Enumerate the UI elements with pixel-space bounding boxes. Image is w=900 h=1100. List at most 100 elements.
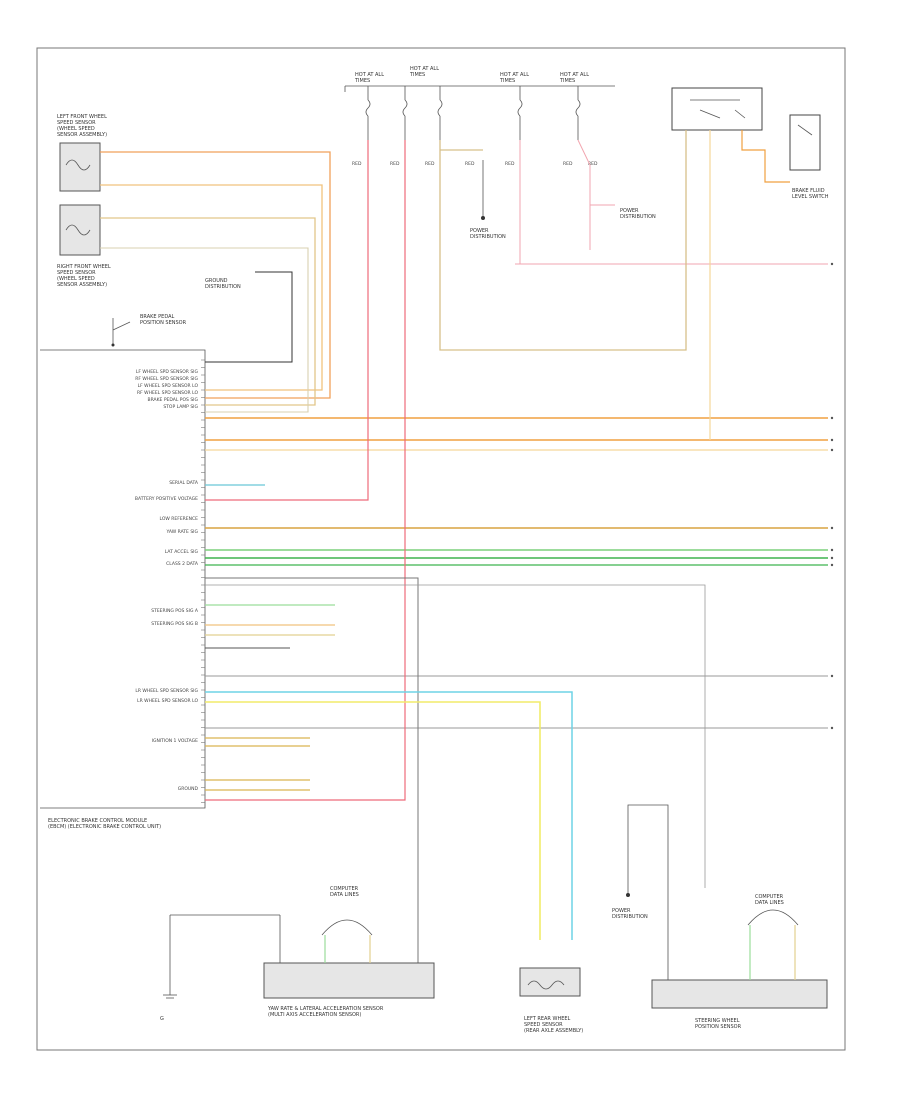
fuse-symbol-2 bbox=[402, 86, 408, 140]
edge-markers bbox=[830, 262, 834, 730]
ebcm-pin-label: SERIAL DATA bbox=[169, 480, 199, 486]
wire-yel-lr bbox=[205, 701, 541, 940]
lf-sensor-label: LEFT FRONT WHEEL bbox=[57, 114, 107, 120]
svg-text:TIMES: TIMES bbox=[499, 78, 515, 84]
ebcm-pin-label: LAT ACCEL SIG bbox=[165, 549, 199, 555]
steering-sensor-box bbox=[651, 979, 828, 1009]
relay-box bbox=[671, 87, 763, 131]
svg-text:POSITION SENSOR: POSITION SENSOR bbox=[695, 1024, 742, 1030]
wire-end-marker bbox=[830, 526, 834, 530]
fuse-symbol-5 bbox=[575, 86, 581, 140]
svg-text:RED: RED bbox=[563, 161, 573, 167]
ebcm-pin-label: IGNITION 1 VOLTAGE bbox=[152, 738, 199, 744]
ebcm-pin-labels: LF WHEEL SPD SENSOR SIG RF WHEEL SPD SENS… bbox=[135, 359, 205, 803]
svg-text:DISTRIBUTION: DISTRIBUTION bbox=[470, 234, 506, 240]
ebcm-block: LF WHEEL SPD SENSOR SIG RF WHEEL SPD SENS… bbox=[40, 349, 206, 830]
ebcm-pin-label: STEERING POS SIG B bbox=[151, 621, 198, 627]
svg-text:DATA LINES: DATA LINES bbox=[755, 900, 784, 906]
ebcm-pin-label: CLASS 2 DATA bbox=[166, 561, 199, 567]
bottom-modules: G YAW RATE & LATERAL ACCELERATION SENSOR… bbox=[160, 804, 828, 1034]
wire-end-marker bbox=[830, 556, 834, 560]
svg-text:SENSOR ASSEMBLY): SENSOR ASSEMBLY) bbox=[57, 132, 107, 138]
ebcm-pin-label: GROUND bbox=[178, 786, 199, 792]
fuse-label-4: HOT AT ALL bbox=[560, 72, 589, 78]
wire-red-batt-2 bbox=[205, 140, 406, 801]
brake-fluid-switch-box bbox=[789, 114, 821, 171]
ref-ground-label: GROUND bbox=[205, 278, 228, 284]
wire-end-marker bbox=[830, 674, 834, 678]
ebcm-pin-label: LF WHEEL SPD SENSOR LO bbox=[138, 383, 199, 389]
lr-sensor-box bbox=[519, 967, 581, 997]
svg-text:RED: RED bbox=[505, 161, 515, 167]
ebcm-pin-label: RF WHEEL SPD SENSOR LO bbox=[137, 390, 198, 396]
svg-text:SPEED SENSOR: SPEED SENSOR bbox=[57, 120, 96, 126]
wire-orn-1 bbox=[100, 151, 331, 399]
svg-text:TIMES: TIMES bbox=[354, 78, 370, 84]
svg-text:TIMES: TIMES bbox=[559, 78, 575, 84]
ebcm-pin-label: LR WHEEL SPD SENSOR SIG bbox=[135, 688, 198, 694]
ebcm-pin-label: LR WHEEL SPD SENSOR LO bbox=[137, 698, 198, 704]
ref-power-label: POWER bbox=[470, 228, 489, 234]
wire-gry-1 bbox=[100, 247, 309, 413]
svg-text:POSITION SENSOR: POSITION SENSOR bbox=[140, 320, 187, 326]
svg-text:(MULTI AXIS ACCELERATION SENSO: (MULTI AXIS ACCELERATION SENSOR) bbox=[268, 1012, 361, 1018]
brake-fluid-label: BRAKE FLUID bbox=[792, 188, 825, 194]
yaw-sensor-box bbox=[263, 962, 435, 999]
ref-dot-power bbox=[481, 216, 485, 220]
wire-end-marker bbox=[830, 726, 834, 730]
svg-text:RED: RED bbox=[425, 161, 435, 167]
brake-switch-label: BRAKE PEDAL bbox=[140, 314, 175, 320]
ground-label: G bbox=[160, 1016, 164, 1022]
ebcm-outline bbox=[40, 349, 206, 809]
svg-text:RED: RED bbox=[390, 161, 400, 167]
svg-text:LEVEL SWITCH: LEVEL SWITCH bbox=[792, 194, 829, 200]
svg-text:RED: RED bbox=[588, 161, 598, 167]
fuse-block-area: HOT AT ALL TIMES HOT AT ALL TIMES HOT AT… bbox=[344, 66, 829, 240]
ebcm-pin-label: LOW REFERENCE bbox=[160, 516, 199, 522]
svg-text:DISTRIBUTION: DISTRIBUTION bbox=[612, 914, 648, 920]
svg-text:RED: RED bbox=[465, 161, 475, 167]
svg-text:(WHEEL SPEED: (WHEEL SPEED bbox=[57, 126, 95, 132]
wire-end-marker bbox=[830, 416, 834, 420]
svg-text:SENSOR ASSEMBLY): SENSOR ASSEMBLY) bbox=[57, 282, 107, 288]
svg-text:SPEED SENSOR: SPEED SENSOR bbox=[524, 1022, 563, 1028]
wire-ltblu-lr bbox=[205, 691, 573, 940]
ref-power-label-2: POWER bbox=[620, 208, 639, 214]
fuse-label-2: HOT AT ALL bbox=[410, 66, 439, 72]
lf-sensor-box bbox=[59, 142, 101, 192]
wire-brn-1 bbox=[100, 217, 316, 406]
ebcm-pin-label: STOP LAMP SIG bbox=[163, 404, 198, 410]
svg-text:SPEED SENSOR: SPEED SENSOR bbox=[57, 270, 96, 276]
svg-text:TIMES: TIMES bbox=[409, 72, 425, 78]
wire-red-batt bbox=[205, 140, 369, 501]
ebcm-pin-label: YAW RATE SIG bbox=[166, 529, 199, 535]
svg-text:(REAR AXLE ASSEMBLY): (REAR AXLE ASSEMBLY) bbox=[524, 1028, 583, 1034]
fuse-label-1: HOT AT ALL bbox=[355, 72, 384, 78]
wire-blk-1 bbox=[205, 271, 293, 363]
wire-tan-1 bbox=[100, 184, 323, 391]
fuse-symbol-4 bbox=[517, 86, 523, 140]
ref-power-label-3: POWER bbox=[612, 908, 631, 914]
svg-text:RED: RED bbox=[352, 161, 362, 167]
ebcm-pin-label: STEERING POS SIG A bbox=[151, 608, 199, 614]
svg-text:DISTRIBUTION: DISTRIBUTION bbox=[620, 214, 656, 220]
svg-text:DISTRIBUTION: DISTRIBUTION bbox=[205, 284, 241, 290]
fuse-symbol-3 bbox=[437, 86, 443, 140]
rf-sensor-label: RIGHT FRONT WHEEL bbox=[57, 264, 111, 270]
wire-end-marker bbox=[830, 548, 834, 552]
wires bbox=[100, 130, 828, 963]
wire-end-marker bbox=[830, 438, 834, 442]
wire-end-marker bbox=[830, 262, 834, 266]
yaw-sensor-label: YAW RATE & LATERAL ACCELERATION SENSOR bbox=[267, 1006, 384, 1012]
wire-blk-yaw bbox=[205, 577, 419, 963]
wire-end-marker bbox=[830, 563, 834, 567]
rf-sensor-box bbox=[59, 204, 101, 256]
ebcm-pin-label: LF WHEEL SPD SENSOR SIG bbox=[136, 369, 199, 375]
fuse-symbol-1 bbox=[365, 86, 371, 140]
lr-sensor-label: LEFT REAR WHEEL bbox=[524, 1016, 571, 1022]
ebcm-pin-label: BRAKE PEDAL POS SIG bbox=[147, 397, 198, 403]
ref-computer-label-1: COMPUTER bbox=[330, 886, 359, 892]
diagram-frame bbox=[36, 47, 846, 1051]
svg-text:(EBCM) (ELECTRONIC BRAKE CONTR: (EBCM) (ELECTRONIC BRAKE CONTROL UNIT) bbox=[48, 824, 161, 830]
